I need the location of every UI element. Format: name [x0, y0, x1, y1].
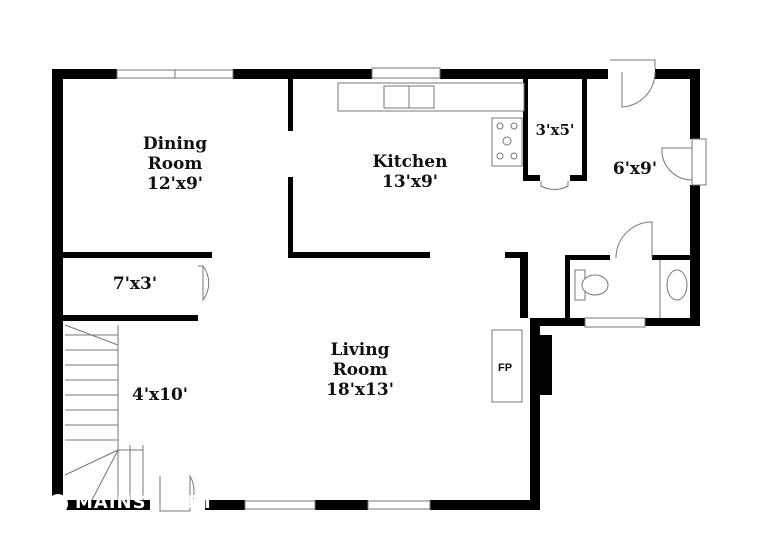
kitchen-label: Kitchen 13'x9': [355, 152, 465, 192]
kitchen-name: Kitchen: [372, 152, 448, 172]
living-room-name: Living: [330, 340, 390, 360]
fixtures: [64, 59, 707, 512]
living-room-name-2: Room: [332, 360, 388, 380]
stairs: [64, 324, 144, 501]
mudroom-size: 6'x9': [612, 159, 658, 179]
dining-room-size: 12'x9': [146, 174, 204, 194]
dining-room-name-2: Room: [147, 154, 203, 174]
watermark: MAINSTREET: [75, 492, 215, 513]
living-room-label: Living Room 18'x13': [310, 340, 410, 400]
fireplace-label: FP: [498, 362, 513, 374]
closet-size: 7'x3': [112, 274, 158, 294]
walls: [52, 69, 700, 510]
watermark-logo: [48, 494, 68, 514]
dining-room-label: Dining Room 12'x9': [125, 134, 225, 194]
stairs-size: 4'x10': [131, 385, 189, 405]
kitchen-size: 13'x9': [381, 172, 439, 192]
pantry-size: 3'x5': [535, 121, 575, 139]
living-room-size: 18'x13': [326, 380, 394, 400]
dining-room-name: Dining: [142, 134, 208, 154]
